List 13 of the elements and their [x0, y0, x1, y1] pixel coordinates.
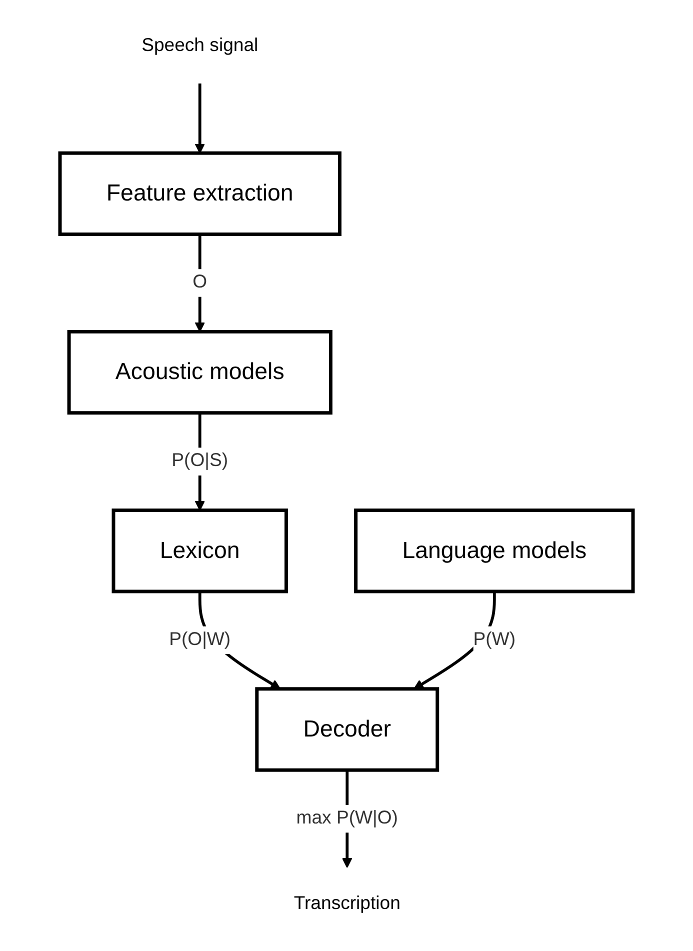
node-text: Speech signal [142, 36, 258, 56]
node-text: Transcription [294, 894, 400, 914]
node-box: Decoder [255, 687, 440, 772]
node-box: Lexicon [112, 508, 288, 594]
node-box: Acoustic models [67, 330, 332, 415]
edge-label: O [192, 272, 208, 292]
edge-label: max P(W|O) [296, 808, 398, 828]
arrow [194, 84, 205, 154]
edge-label: P(W) [473, 630, 516, 650]
edge-label: P(O|S) [172, 451, 228, 471]
edge-label: P(O|W) [169, 630, 231, 650]
node-box: Feature extraction [58, 151, 342, 236]
node-box: Language models [354, 508, 635, 594]
